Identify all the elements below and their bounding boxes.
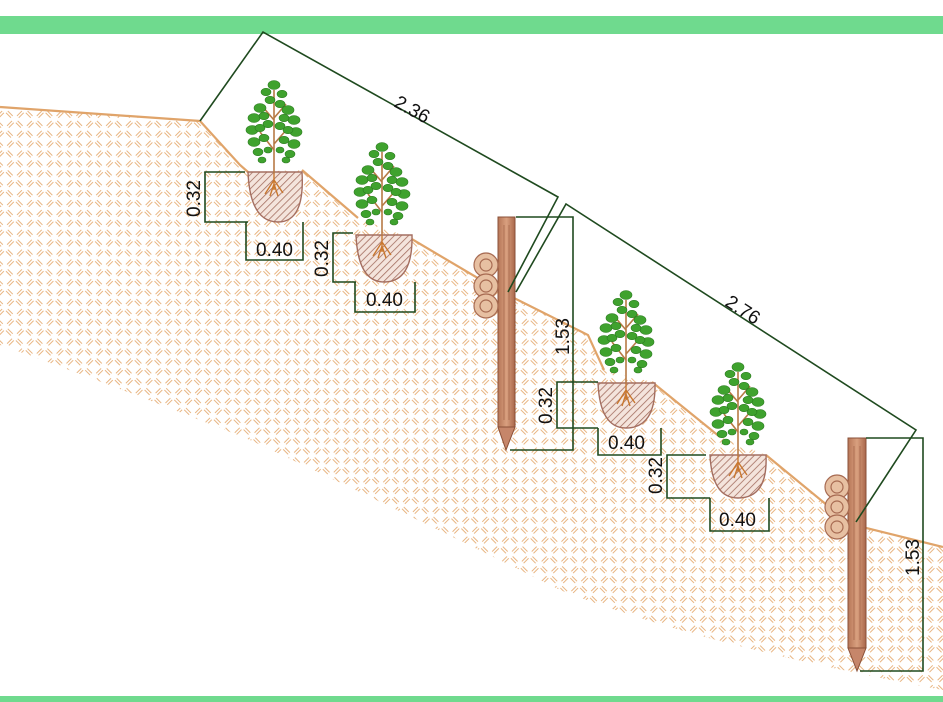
pit-depth-label: 0.32 [646, 457, 667, 494]
stake-length-label: 1.53 [903, 539, 924, 576]
stake-length-dimension-line [510, 216, 574, 451]
plant-seedling [709, 362, 767, 479]
plant-seedling [245, 80, 303, 197]
pit-width-dimension-line [245, 222, 304, 261]
planting-pit [355, 234, 413, 283]
lower-span-dimension-line [515, 202, 918, 523]
pit-width-label: 0.40 [608, 433, 645, 454]
stake-length-dimension-line [860, 437, 924, 672]
ground-surface-line [0, 105, 943, 549]
pit-width-dimension-line [354, 282, 416, 313]
wooden-stake [847, 437, 867, 673]
wooden-stake [497, 216, 516, 452]
pit-width-label: 0.40 [366, 290, 403, 311]
stake-length-label: 1.53 [553, 318, 574, 355]
planting-pit [247, 171, 303, 223]
log-bundle [473, 252, 499, 319]
pit-depth-dimension-line [556, 381, 598, 429]
lower-span-label: 2.76 [721, 292, 763, 330]
plant-seedling [597, 290, 655, 407]
bottom-frame-band [0, 696, 943, 702]
planting-pit [597, 382, 656, 429]
planting-pit [709, 454, 767, 499]
pit-width-label: 0.40 [256, 240, 293, 261]
pit-width-dimension-line [597, 428, 662, 456]
pit-depth-label: 0.32 [184, 180, 205, 217]
top-frame-band [0, 16, 943, 34]
pit-width-label: 0.40 [719, 510, 756, 531]
pit-width-dimension-line [709, 498, 770, 532]
pit-depth-dimension-line [666, 454, 710, 499]
plant-seedling [353, 142, 411, 259]
upper-span-dimension-line [199, 30, 560, 293]
pit-depth-label: 0.32 [536, 387, 557, 424]
pit-depth-label: 0.32 [312, 240, 333, 277]
soil-slope [0, 107, 943, 690]
pit-depth-dimension-line [332, 232, 356, 283]
pit-depth-dimension-line [204, 171, 248, 223]
log-bundle [824, 474, 850, 540]
